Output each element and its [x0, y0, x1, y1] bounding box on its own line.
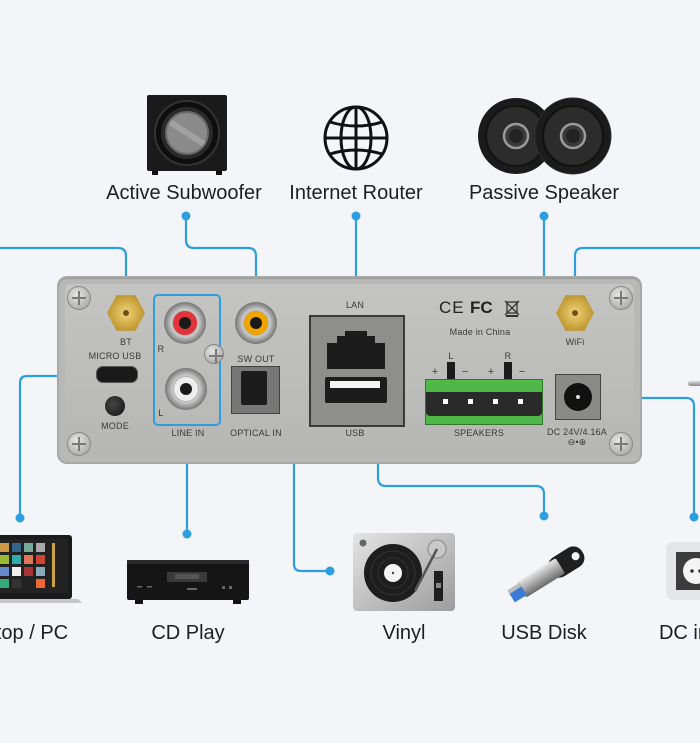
wire-dot-subwoofer	[181, 211, 191, 221]
globe-icon	[323, 105, 389, 171]
label-active-subwoofer: Active Subwoofer	[106, 182, 262, 204]
device-laptop-pc	[0, 535, 82, 610]
usb-drive-icon	[507, 546, 585, 603]
wire-dot-cd	[182, 529, 192, 539]
wire-dot-laptop	[15, 513, 25, 523]
ce-mark: CE	[439, 298, 465, 317]
turntable-icon	[353, 533, 455, 611]
spk-r-plus: +	[487, 366, 495, 378]
line-in-label: LINE IN	[171, 428, 205, 438]
spk-l-label: L	[448, 351, 454, 361]
spk-l-minus: −	[461, 366, 469, 378]
device-vinyl	[353, 533, 455, 611]
usb-label: USB	[345, 428, 365, 438]
sw-out-label: SW OUT	[237, 354, 275, 364]
lan-label: LAN	[345, 300, 365, 310]
speaker-pair-icon	[478, 97, 612, 175]
lever-right	[504, 362, 512, 379]
label-internet-router: Internet Router	[289, 182, 423, 204]
label-usb-disk: USB Disk	[501, 622, 587, 644]
made-in-label: Made in China	[449, 327, 511, 337]
label-vinyl: Vinyl	[382, 622, 426, 644]
label-cd-player: CD Play	[151, 622, 225, 644]
lan-port[interactable]	[327, 331, 385, 369]
subwoofer-icon	[147, 95, 227, 175]
device-dc-in	[666, 542, 700, 602]
wire-dot-router	[351, 211, 361, 221]
usb-port[interactable]	[325, 377, 387, 403]
label-dc-in: DC in	[658, 622, 700, 644]
screw-icon	[609, 432, 633, 456]
rca-right-input[interactable]	[164, 302, 206, 344]
device-active-subwoofer	[146, 94, 228, 176]
rca-r-label: R	[157, 344, 165, 354]
spk-r-minus: −	[518, 366, 526, 378]
wifi-label: WiFi	[565, 337, 585, 347]
wire-dot-usb-disk	[539, 511, 549, 521]
device-internet-router	[321, 103, 391, 173]
screw-icon	[67, 432, 91, 456]
speaker-terminal[interactable]	[425, 379, 543, 425]
rca-left-input[interactable]	[165, 368, 207, 410]
dc-jack[interactable]	[555, 374, 601, 420]
screw-icon	[67, 286, 91, 310]
fcc-mark: FC	[470, 298, 493, 317]
cd-player-icon	[127, 560, 249, 604]
micro-usb-label: MICRO USB	[88, 351, 142, 361]
spk-l-plus: +	[431, 366, 439, 378]
weee-bin-icon	[504, 300, 520, 317]
screw-icon	[609, 286, 633, 310]
bt-label: BT	[120, 337, 132, 347]
laptop-icon	[0, 535, 82, 603]
wire-dot-vinyl	[325, 566, 335, 576]
lever-left	[447, 362, 455, 379]
sw-out-port[interactable]	[235, 302, 277, 344]
rca-l-label: L	[158, 408, 164, 418]
spk-r-label: R	[504, 351, 512, 361]
offscreen-device-edge	[688, 381, 700, 386]
mode-label: MODE	[101, 421, 129, 431]
optical-in-label: OPTICAL IN	[230, 428, 282, 438]
device-passive-speaker	[478, 97, 612, 177]
device-usb-disk	[503, 540, 595, 608]
power-outlet-icon	[666, 542, 700, 600]
wire-dot-speaker	[539, 211, 549, 221]
optical-in-port[interactable]	[231, 366, 280, 414]
screw-icon	[204, 344, 224, 364]
label-passive-speaker: Passive Speaker	[468, 182, 620, 204]
mode-button[interactable]	[105, 396, 125, 416]
label-laptop-pc: top / PC	[0, 622, 69, 644]
device-cd-player	[127, 558, 249, 604]
speakers-label: SPEAKERS	[453, 428, 505, 438]
wire-dot-dc	[689, 512, 699, 522]
dc-polarity-label: ⊖•⊕	[567, 437, 587, 447]
dc-rating-label: DC 24V/4.16A	[547, 427, 607, 437]
amplifier-rear-panel: BT MICRO USB MODE R L LINE IN SW OUT OPT…	[59, 278, 640, 462]
lan-usb-block	[309, 315, 405, 427]
micro-usb-port[interactable]	[96, 366, 138, 383]
